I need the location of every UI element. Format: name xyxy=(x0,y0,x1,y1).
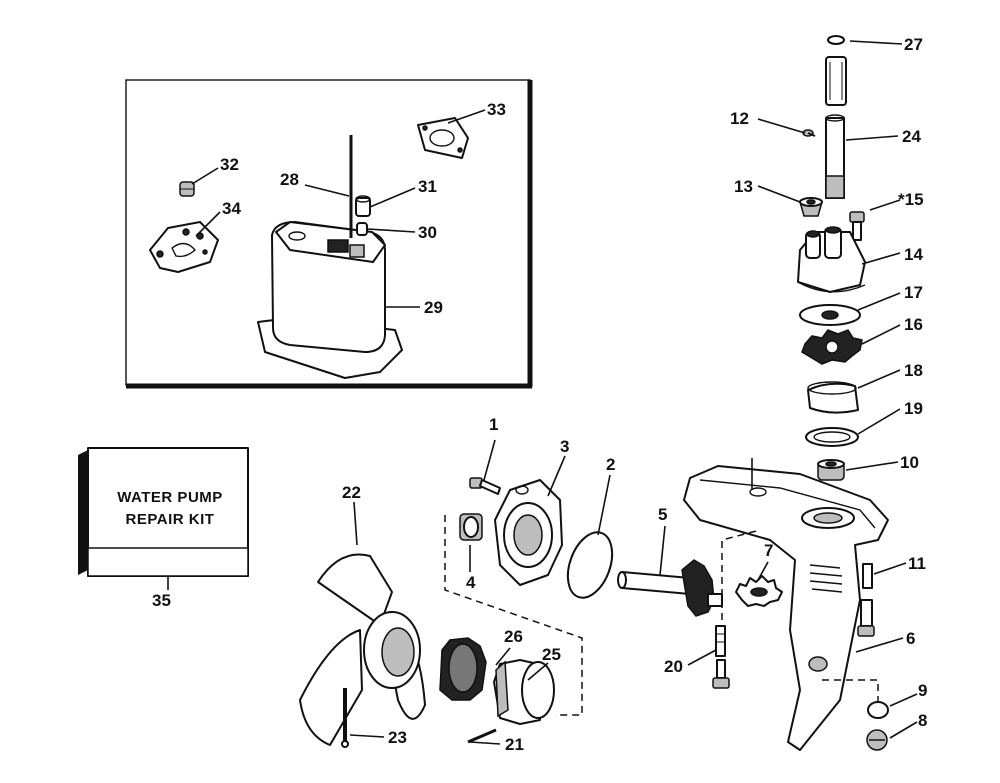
callout-11: 11 xyxy=(908,554,926,573)
callout-10: 10 xyxy=(900,453,919,472)
bearing-part-10 xyxy=(817,459,845,481)
bearing-housing-part-3 xyxy=(494,479,563,586)
screw-part-20 xyxy=(712,625,730,689)
callout-30: 30 xyxy=(418,223,437,242)
callout-12: 12 xyxy=(730,109,749,128)
exhaust-housing-part-29 xyxy=(257,221,403,379)
gasket-part-33 xyxy=(417,117,469,159)
plate-part-17 xyxy=(799,304,861,326)
pin-part-23 xyxy=(341,688,349,748)
callout-23: 23 xyxy=(388,728,407,747)
drive-shaft-part-24 xyxy=(825,114,845,199)
callout-4: 4 xyxy=(466,573,476,592)
callout-25: 25 xyxy=(542,645,561,664)
gearcase-part-6 xyxy=(683,465,889,751)
callout-24: 24 xyxy=(902,127,921,146)
callout-1: 1 xyxy=(489,415,498,434)
screw-part-1 xyxy=(469,477,501,495)
bushing-part-13 xyxy=(799,197,823,217)
ring-part-19 xyxy=(805,427,859,447)
callout-32: 32 xyxy=(220,155,239,174)
repair-kit-box: WATER PUMP REPAIR KIT xyxy=(78,447,249,577)
callout-31: 31 xyxy=(418,177,437,196)
callout-labels: 1 2 3 4 5 6 7 8 9 10 11 12 13 14 *15 16 … xyxy=(152,35,927,754)
callout-22: 22 xyxy=(342,483,361,502)
drive-shaft-upper xyxy=(825,56,847,106)
drive-hub-part-26 xyxy=(439,637,487,701)
callout-35: 35 xyxy=(152,591,171,610)
callout-19: 19 xyxy=(904,399,923,418)
callout-2: 2 xyxy=(606,455,615,474)
callout-9: 9 xyxy=(918,681,927,700)
liner-part-18 xyxy=(807,381,859,414)
pinion-gear-part-7 xyxy=(735,575,783,607)
callout-33: 33 xyxy=(487,100,506,119)
callout-3: 3 xyxy=(560,437,569,456)
plug-part-8 xyxy=(866,729,888,751)
callout-28: 28 xyxy=(280,170,299,189)
grommet-part-31 xyxy=(355,195,371,217)
leader-lines xyxy=(167,40,918,745)
callout-20: 20 xyxy=(664,657,683,676)
pump-housing-part-14 xyxy=(797,226,866,293)
screw-part-11 xyxy=(857,563,875,637)
callout-34: 34 xyxy=(222,199,241,218)
pin-part-21 xyxy=(467,728,497,744)
callout-29: 29 xyxy=(424,298,443,317)
grommet-part-30 xyxy=(356,222,368,236)
plate-part-34 xyxy=(149,221,219,273)
callout-18: 18 xyxy=(904,361,923,380)
kit-label-line2: REPAIR KIT xyxy=(126,511,215,528)
impeller-part-16 xyxy=(801,329,863,365)
screw-part-15 xyxy=(849,211,865,241)
callout-6: 6 xyxy=(906,629,915,648)
callout-26: 26 xyxy=(504,627,523,646)
callout-16: 16 xyxy=(904,315,923,334)
propeller-part-22 xyxy=(299,553,426,746)
callout-17: 17 xyxy=(904,283,923,302)
callout-13: 13 xyxy=(734,177,753,196)
callout-15: *15 xyxy=(898,190,924,209)
callout-14: 14 xyxy=(904,245,923,264)
o-ring-part-27 xyxy=(827,35,845,45)
spacer-part-4 xyxy=(459,513,483,541)
callout-7: 7 xyxy=(764,541,773,560)
washer-part-9 xyxy=(867,701,889,719)
nut-part-32 xyxy=(179,181,195,197)
propeller-shaft-part-5 xyxy=(617,559,723,617)
callout-21: 21 xyxy=(505,735,524,754)
callout-27: 27 xyxy=(904,35,923,54)
thrust-hub-part-25 xyxy=(493,659,555,725)
callout-5: 5 xyxy=(658,505,667,524)
o-ring-part-2 xyxy=(566,531,614,599)
callout-8: 8 xyxy=(918,711,927,730)
kit-label-line1: WATER PUMP xyxy=(117,489,223,506)
inset-panel xyxy=(125,79,533,389)
